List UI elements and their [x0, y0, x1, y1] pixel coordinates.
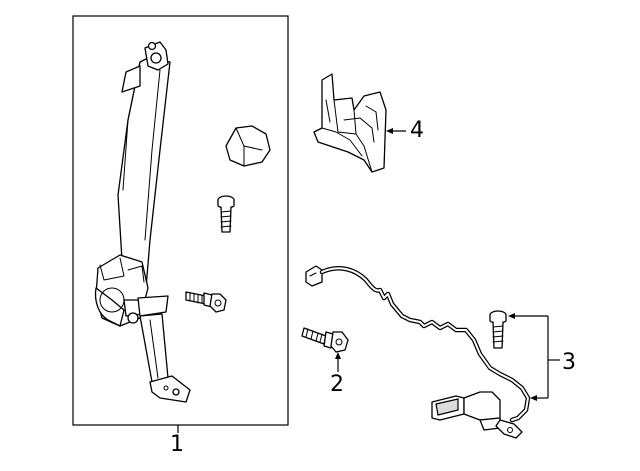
callout-3: 3	[562, 350, 576, 375]
callout-1: 1	[170, 432, 184, 457]
seat-belt-assembly	[94, 41, 191, 403]
wire-harness-part-3	[305, 265, 531, 439]
part-4-arrow	[386, 128, 393, 134]
anchor-bolt	[185, 291, 227, 313]
screw-part-3	[489, 310, 507, 349]
part-3-leader	[508, 313, 560, 401]
part-1-frame	[72, 15, 289, 426]
callout-2: 2	[330, 372, 344, 397]
bracket-part-4	[313, 73, 387, 173]
callout-4: 4	[410, 118, 424, 143]
small-bolt	[217, 195, 235, 233]
bolt-part-2	[301, 327, 349, 353]
part-2-arrow	[335, 352, 341, 359]
belt-cap	[225, 125, 271, 167]
